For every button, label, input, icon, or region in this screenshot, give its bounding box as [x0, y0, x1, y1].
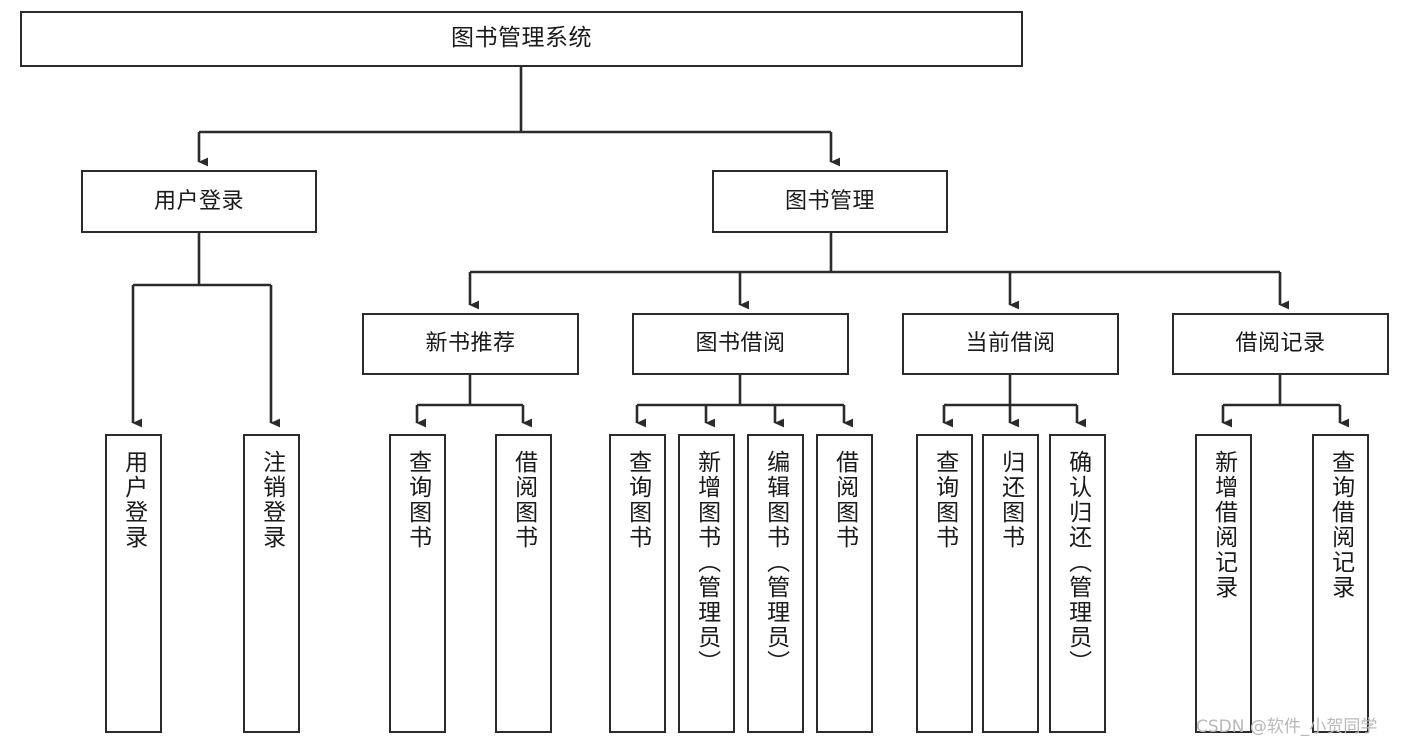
node-book-manage[interactable]: 图书管理 [712, 170, 948, 233]
node-label: 查询图书 [931, 450, 958, 550]
node-leaf-query-record[interactable]: 查询借阅记录 [1312, 434, 1369, 733]
node-label: 编辑图书（管理员） [762, 450, 789, 675]
node-leaf-query-book-2[interactable]: 查询图书 [609, 434, 666, 733]
node-new-book-recommend[interactable]: 新书推荐 [362, 313, 579, 375]
node-leaf-return-book[interactable]: 归还图书 [982, 434, 1039, 733]
node-root-book-management-system[interactable]: 图书管理系统 [20, 11, 1023, 67]
node-leaf-add-book[interactable]: 新增图书（管理员） [678, 434, 735, 733]
node-label: 当前借阅 [965, 331, 1056, 357]
node-label: 图书管理 [784, 188, 875, 214]
node-leaf-borrow-book-2[interactable]: 借阅图书 [816, 434, 873, 733]
node-leaf-confirm-return[interactable]: 确认归还（管理员） [1049, 434, 1106, 733]
node-label: 借阅记录 [1235, 331, 1326, 357]
node-label: 新增借阅记录 [1210, 450, 1237, 600]
node-borrow-record[interactable]: 借阅记录 [1172, 313, 1389, 375]
node-label: 查询借阅记录 [1327, 450, 1354, 600]
node-current-borrow[interactable]: 当前借阅 [902, 313, 1119, 375]
node-label: 借阅图书 [831, 450, 858, 550]
node-label: 用户登录 [120, 450, 147, 550]
node-label: 注销登录 [258, 450, 285, 550]
node-leaf-query-book-3[interactable]: 查询图书 [916, 434, 973, 733]
node-label: 查询图书 [624, 450, 651, 550]
node-leaf-user-login[interactable]: 用户登录 [105, 434, 162, 733]
node-leaf-query-book-1[interactable]: 查询图书 [389, 434, 446, 733]
node-label: 借阅图书 [510, 450, 537, 550]
node-label: 新增图书（管理员） [693, 450, 720, 675]
node-label: 归还图书 [997, 450, 1024, 550]
node-book-borrow[interactable]: 图书借阅 [632, 313, 849, 375]
node-label: 用户登录 [153, 188, 244, 214]
node-label: 查询图书 [404, 450, 431, 550]
node-label: 图书借阅 [695, 331, 786, 357]
node-user-login[interactable]: 用户登录 [81, 170, 317, 233]
node-label: 新书推荐 [425, 331, 516, 357]
node-label: 图书管理系统 [451, 25, 592, 52]
node-leaf-logout[interactable]: 注销登录 [243, 434, 300, 733]
node-label: 确认归还（管理员） [1064, 450, 1091, 675]
node-leaf-add-record[interactable]: 新增借阅记录 [1195, 434, 1252, 733]
node-leaf-edit-book[interactable]: 编辑图书（管理员） [747, 434, 804, 733]
node-leaf-borrow-book-1[interactable]: 借阅图书 [495, 434, 552, 733]
